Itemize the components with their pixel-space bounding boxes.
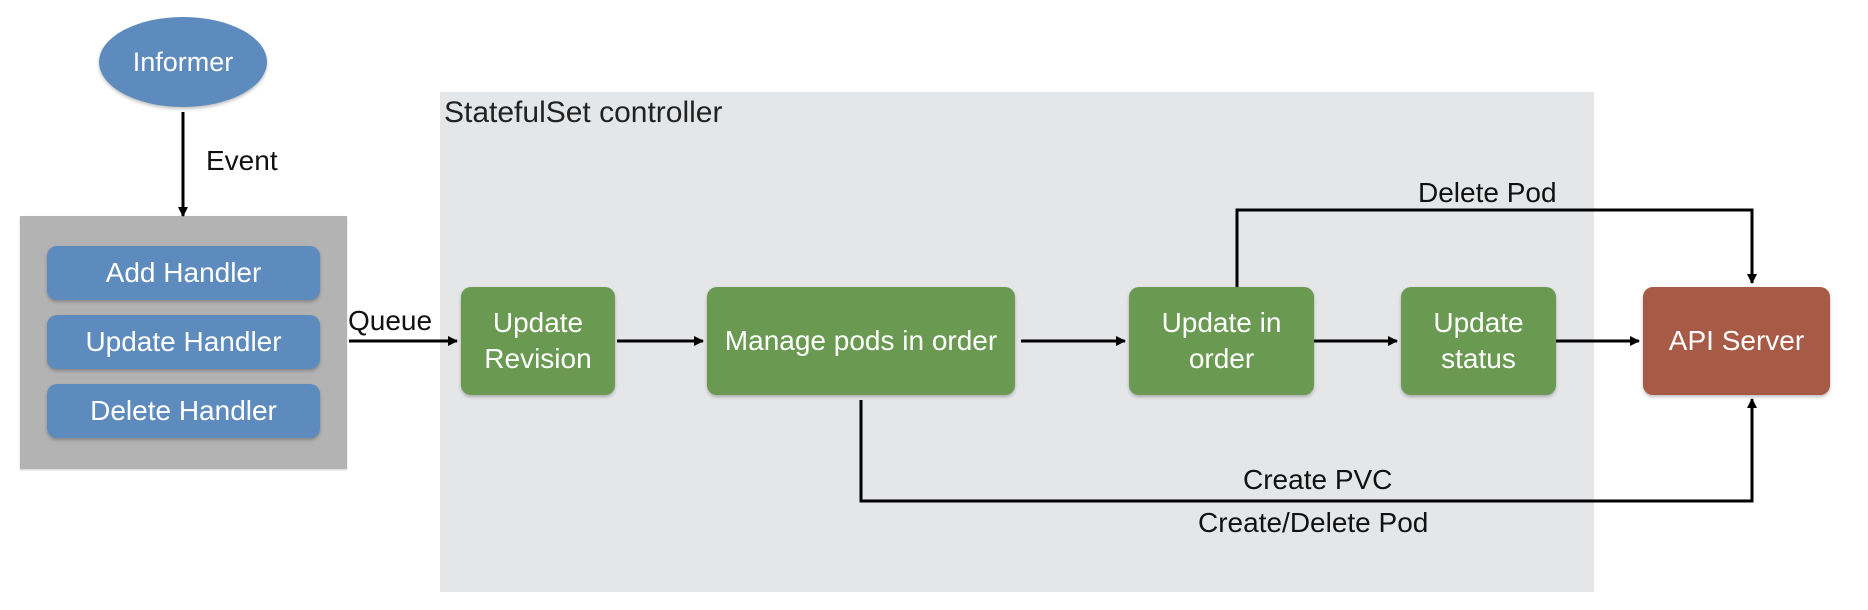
delete-pod-edge-label: Delete Pod bbox=[1418, 177, 1557, 208]
manage-pods-node: Manage pods in order bbox=[707, 287, 1015, 395]
create-delete-pod-edge-label: Create/Delete Pod bbox=[1198, 507, 1429, 538]
controller-title: StatefulSet controller bbox=[444, 96, 723, 129]
api-server-node: API Server bbox=[1643, 287, 1830, 395]
create-pvc-edge-label: Create PVC bbox=[1243, 464, 1393, 495]
delete-handler-node: Delete Handler bbox=[47, 384, 320, 438]
update-in-order-node: Update in order bbox=[1129, 287, 1314, 395]
update-revision-node: Update Revision bbox=[461, 287, 615, 395]
add-handler-node: Add Handler bbox=[47, 246, 320, 300]
update-handler-node: Update Handler bbox=[47, 315, 320, 369]
delete-pod-path bbox=[1235, 208, 1757, 287]
event-edge-label: Event bbox=[206, 145, 278, 176]
queue-edge-label: Queue bbox=[348, 305, 433, 336]
create-pvc-path bbox=[859, 398, 1757, 503]
update-status-node: Update status bbox=[1401, 287, 1556, 395]
informer-node: Informer bbox=[99, 17, 267, 107]
